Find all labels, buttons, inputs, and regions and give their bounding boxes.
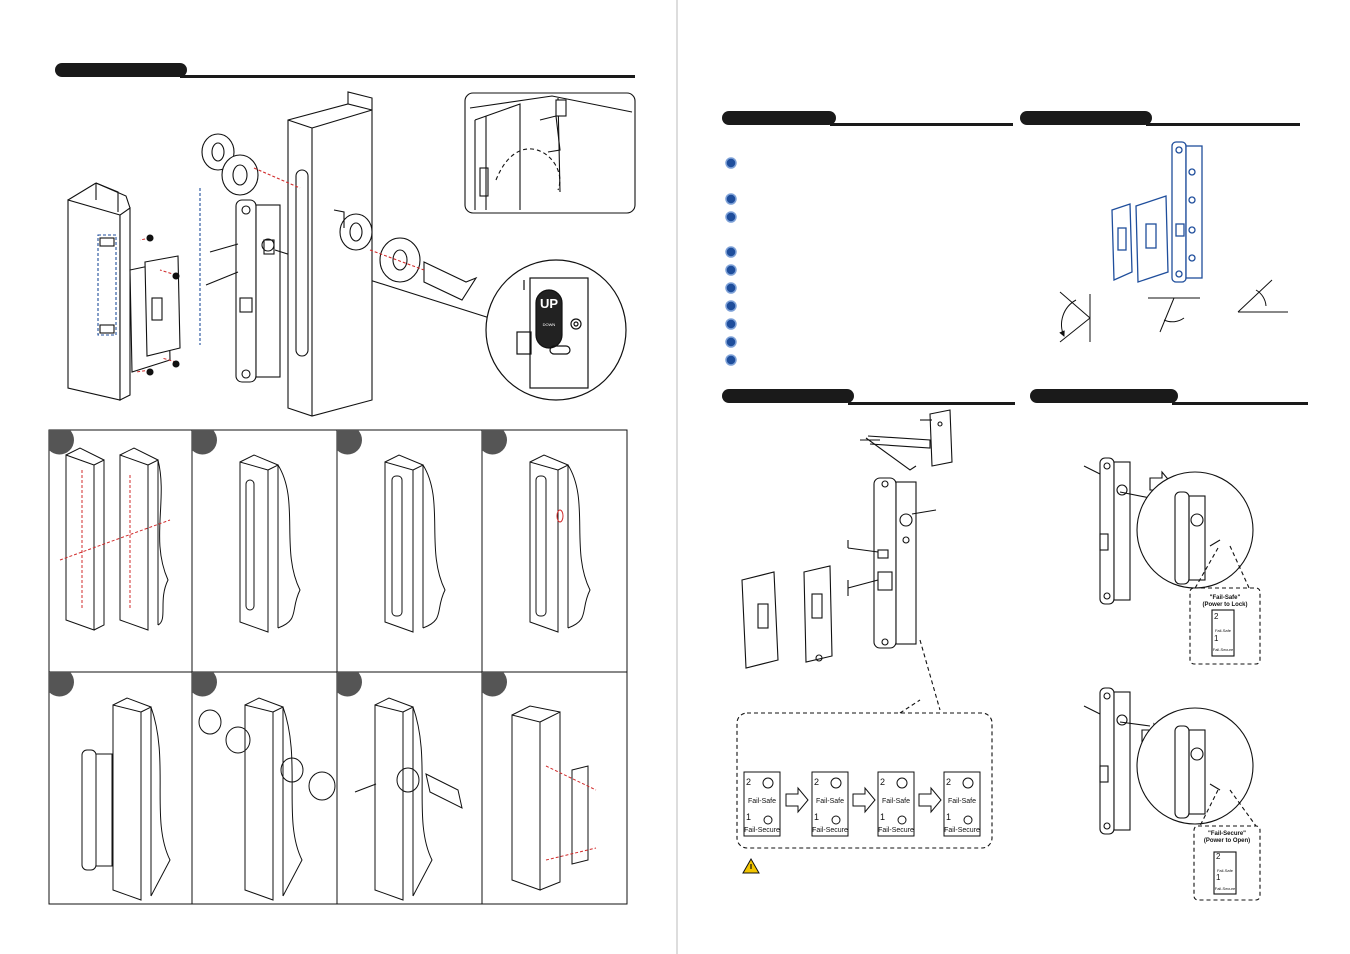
- fail-secure-lower: Fail-Secure: [1214, 886, 1236, 891]
- fail-safe-subtitle: (Power to Lock): [1202, 602, 1248, 608]
- strip-number-top: 2: [946, 777, 952, 787]
- product-parts-diagram: [1111, 141, 1203, 283]
- strip-lower-label: Fail-Secure: [812, 827, 848, 834]
- fail-safe-number-first: 1: [1214, 634, 1219, 643]
- mode-switch-diagrams: [1083, 457, 1261, 901]
- strip-number-top: 2: [746, 777, 752, 787]
- fail-safe-number-top: 2: [1214, 612, 1219, 621]
- exploded-installation-diagram: [67, 91, 497, 417]
- fail-secure-title: "Fail-Secure": [1207, 831, 1247, 837]
- cable-routing-inset: [464, 92, 636, 214]
- fail-safe-lower: Fail-Secure: [1212, 647, 1234, 652]
- fail-secure-number-first: 1: [1216, 873, 1221, 882]
- strip-upper-label: Fail-Safe: [947, 798, 976, 805]
- fail-secure-number-top: 2: [1216, 852, 1221, 861]
- strip-lower-label: Fail-Secure: [878, 827, 914, 834]
- strip-upper-label: Fail-Safe: [881, 798, 910, 805]
- strip-lower-label: Fail-Secure: [744, 827, 780, 834]
- strip-number-first: 1: [946, 812, 952, 822]
- warning-triangle-icon: [742, 857, 760, 874]
- strip-number-first: 1: [880, 812, 886, 822]
- cam-zoom-detail: [485, 259, 627, 401]
- strip-lower-label: Fail-Secure: [944, 827, 980, 834]
- section-headers-right: [722, 111, 1308, 405]
- feature-bullets: [725, 157, 737, 366]
- installation-steps-grid: [48, 429, 628, 905]
- package-contents-diagram: [736, 409, 993, 849]
- zoom-up-label: UP: [539, 296, 559, 311]
- strip-number-top: 2: [814, 777, 820, 787]
- section-header-installation: [55, 63, 635, 78]
- fail-safe-title: "Fail-Safe": [1209, 595, 1241, 601]
- fail-safe-upper: Fail-Safe: [1214, 628, 1231, 633]
- zoom-down-label: DOWN: [542, 322, 556, 327]
- strip-upper-label: Fail-Safe: [815, 798, 844, 805]
- fail-secure-subtitle: (Power to Open): [1203, 838, 1251, 844]
- strip-number-first: 1: [746, 812, 752, 822]
- selector-strip-frames: [743, 771, 981, 837]
- fail-secure-upper: Fail-Safe: [1216, 868, 1233, 873]
- door-handing-diagrams: [1059, 279, 1288, 343]
- strip-number-top: 2: [880, 777, 886, 787]
- strip-upper-label: Fail-Safe: [747, 798, 776, 805]
- strip-number-first: 1: [814, 812, 820, 822]
